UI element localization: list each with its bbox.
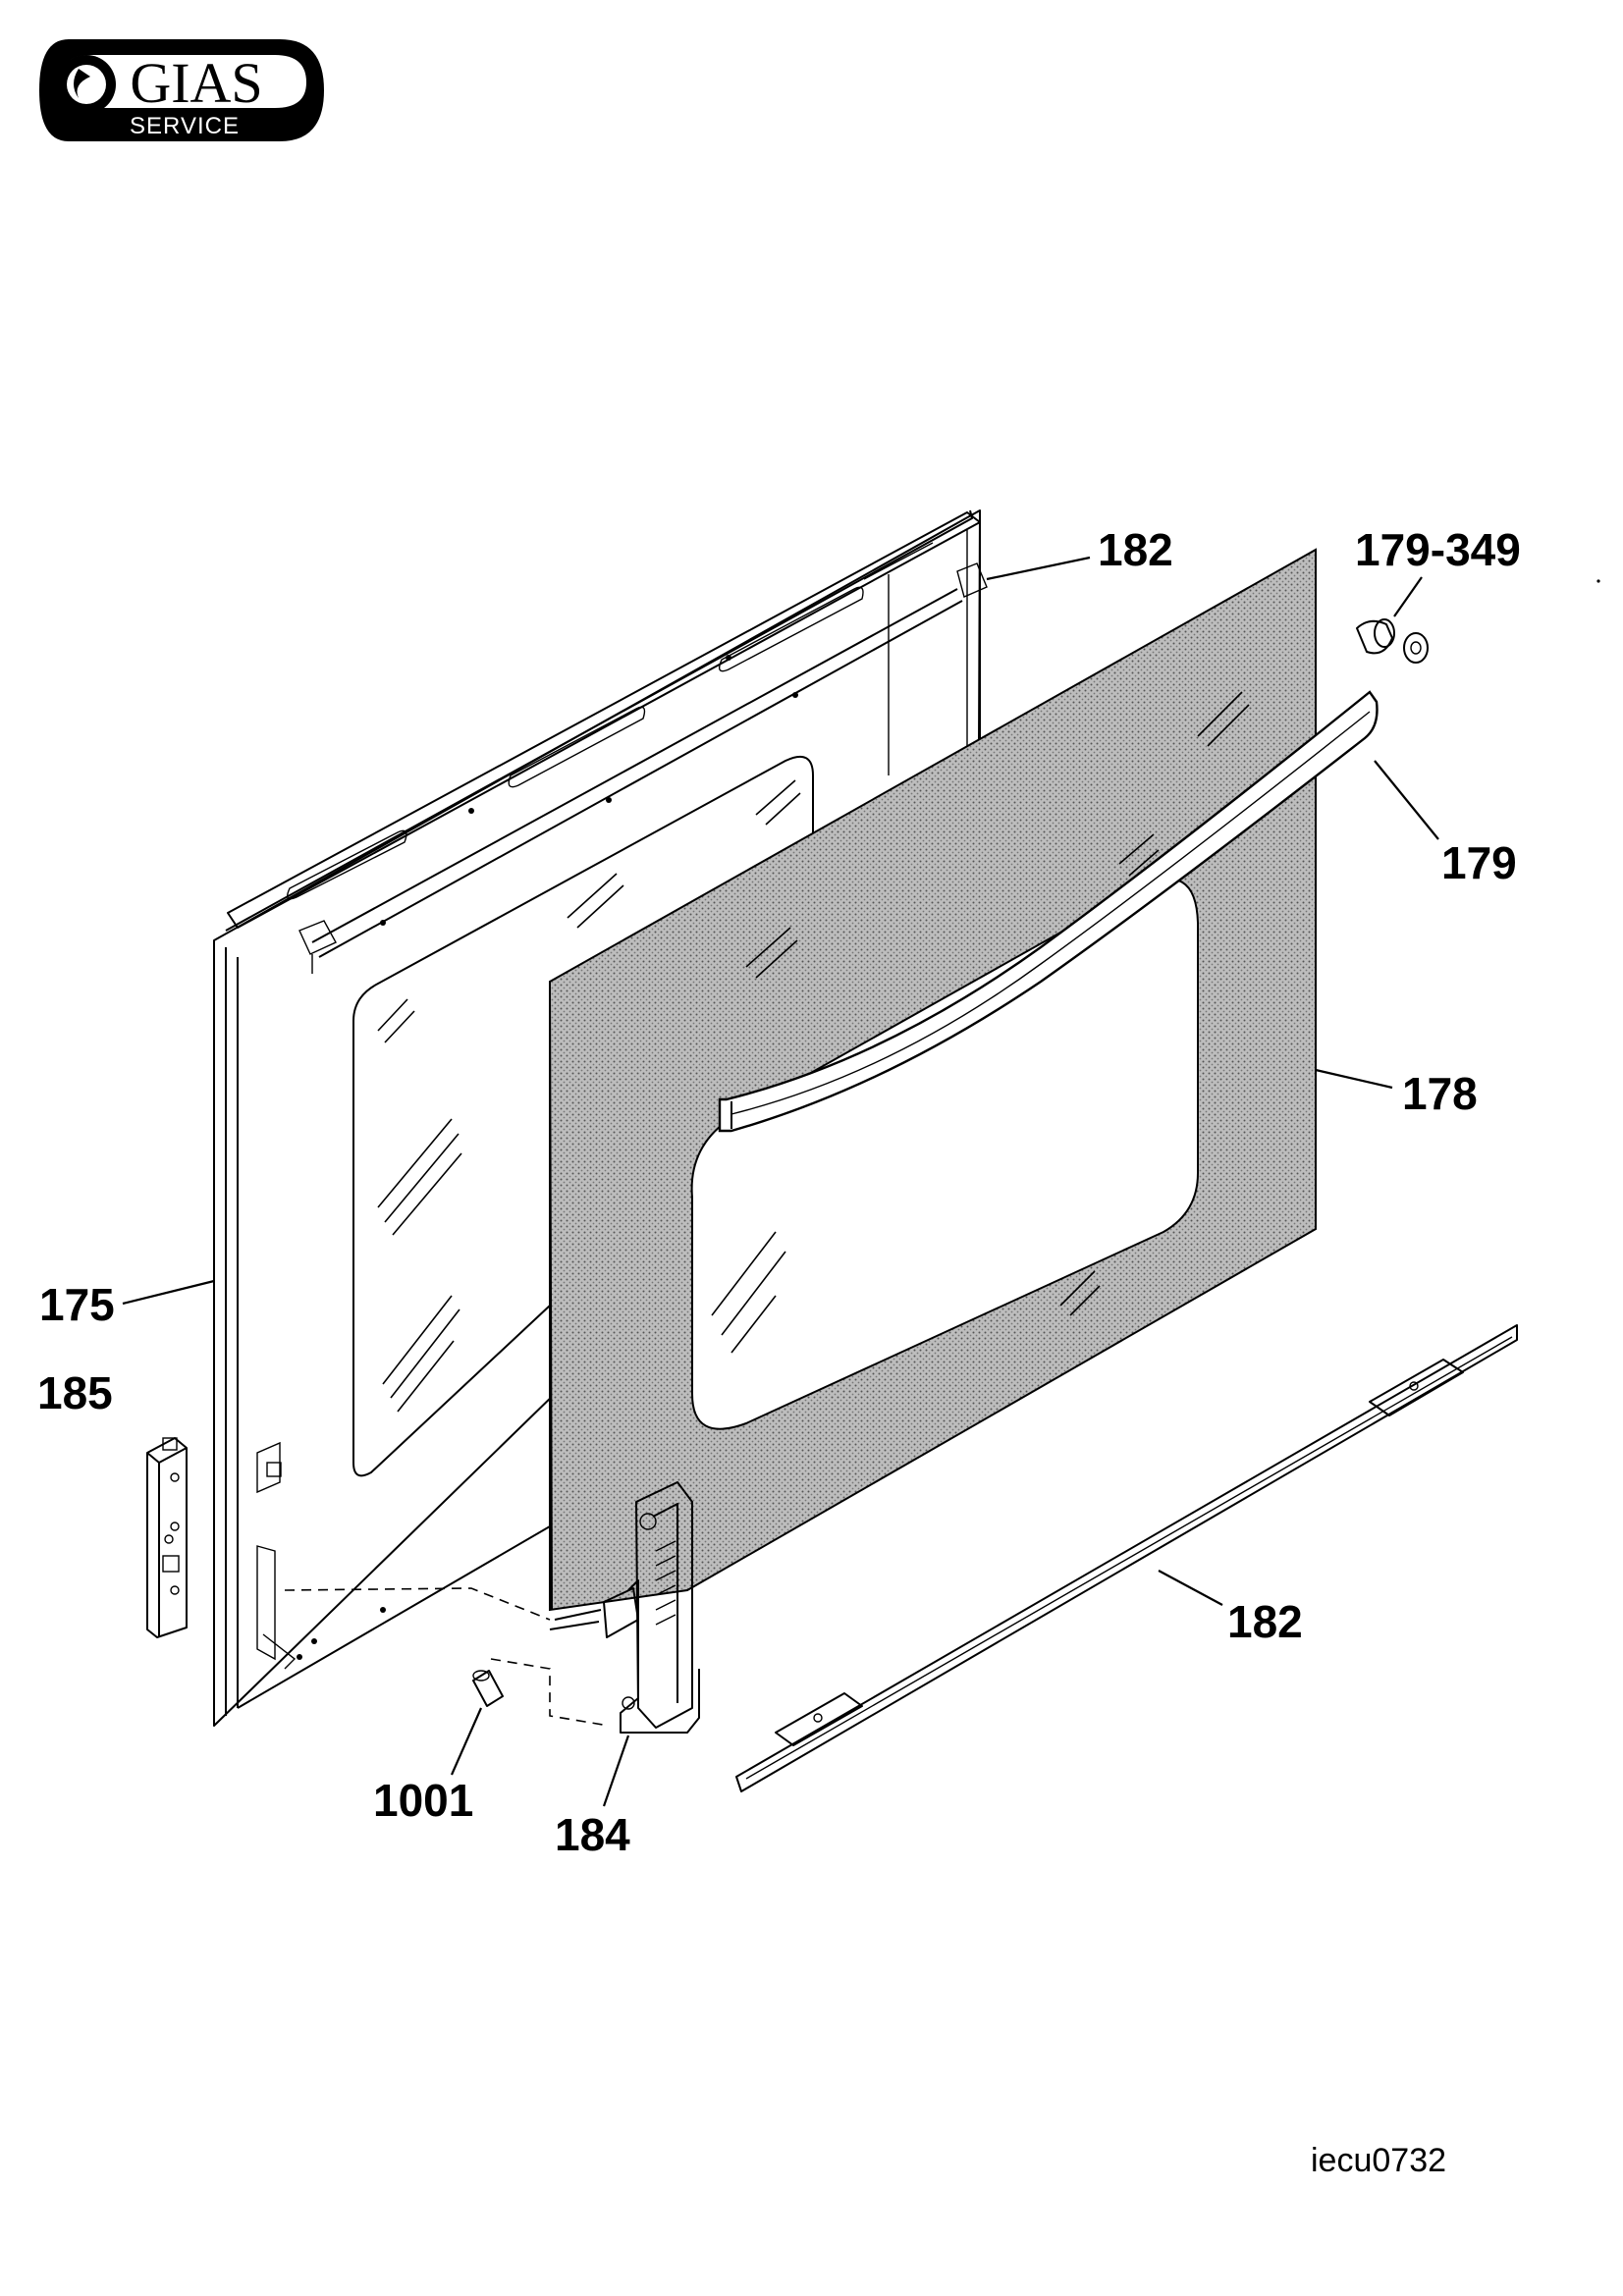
door-handle [718,690,1379,1133]
hinge-pin [472,1670,504,1707]
leader-lines [122,556,1439,1807]
callout-184: 184 [555,1809,630,1860]
bottom-trim-strip [735,1324,1518,1792]
callout-1001: 1001 [373,1775,473,1826]
outer-glass-panel [549,548,1317,1612]
callout-179-349: 179-349 [1355,524,1521,575]
callout-182-top: 182 [1098,524,1173,575]
callout-175: 175 [39,1279,115,1330]
callout-185: 185 [37,1367,113,1418]
callout-179: 179 [1441,837,1517,888]
logo-sub-text: SERVICE [130,113,240,139]
door-catch [146,1437,188,1638]
gias-service-logo: GIAS SERVICE [39,39,324,141]
logo-brand-text: GIAS [130,51,262,115]
callout-178: 178 [1402,1068,1478,1119]
door-hinge [549,1481,700,1734]
drawing-code: iecu0732 [1311,2142,1446,2179]
stray-dot [1596,579,1600,583]
handle-end-caps [1356,618,1429,664]
callout-182-bottom: 182 [1227,1596,1303,1647]
